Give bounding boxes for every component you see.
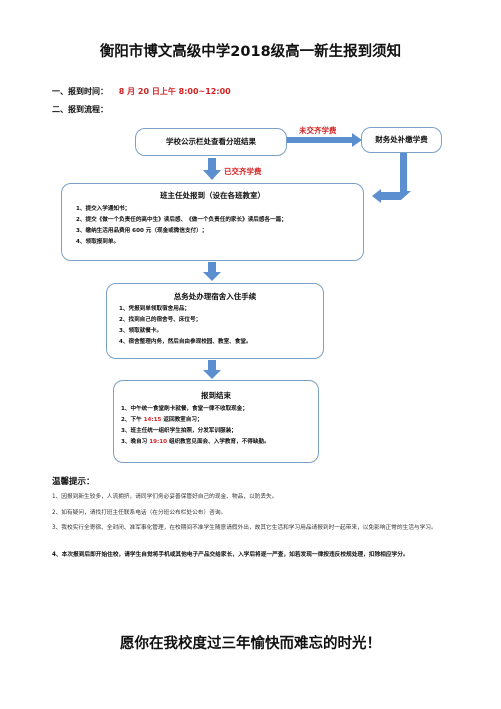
teacher-box-list: 1、提交入学通知书； 2、提交《做一个负责任的高中生》读后感、《做一个负责任的家… <box>76 204 363 248</box>
arrow-to-finance <box>287 133 362 147</box>
section-report-time: 一、报到时间： 8 月 20 日上午 8:00~12:00 <box>52 86 231 97</box>
arrow-to-end <box>203 360 221 379</box>
end-item: 1、中午统一食堂刷卡就餐，食堂一律不收取现金； <box>121 406 248 412</box>
start-box: 学校公示栏处查看分班结果 <box>135 128 287 156</box>
end-box-title: 报到结束 <box>201 391 231 400</box>
flow-arrows <box>203 133 411 379</box>
teacher-box-title: 班主任处报到（设在各班教室） <box>160 191 265 200</box>
dorm-box-list: 1、凭报到单领取宿舍用品； 2、找到自己的宿舍号、床位号； 3、领取就餐卡。 4… <box>119 304 323 348</box>
teacher-item: 3、缴纳生活用品费用 600 元（现金或微信支付）； <box>76 228 208 234</box>
dorm-item: 3、领取就餐卡。 <box>119 328 163 334</box>
footer-slogan: 愿你在我校度过三年愉快而难忘的时光！ <box>120 636 381 652</box>
dorm-item: 1、凭报到单领取宿舍用品； <box>119 306 191 312</box>
tip-item: 1、因报到新生较多，人流拥挤，请同学们务必妥善保管好自己的现金、物品，以防丢失。 <box>52 494 278 500</box>
report-time-label: 一、报到时间： <box>52 87 108 96</box>
finance-box: 财务处补缴学费 <box>361 127 442 153</box>
arrow-to-dorm <box>203 262 221 281</box>
finance-box-text: 财务处补缴学费 <box>375 135 428 144</box>
end-item: 2、下午 14:15 返回教室自习； <box>121 417 203 423</box>
start-box-text: 学校公示栏处查看分班结果 <box>166 137 256 146</box>
dorm-item: 4、宿舍整理内务，然后自由参观校园、教室、食堂。 <box>119 339 252 345</box>
unpaid-label: 未交齐学费 <box>299 126 337 135</box>
page-title: 衡阳市博文高级中学2018级高一新生报到须知 <box>99 44 402 60</box>
dorm-box: 总务处办理宿舍入住手续 1、凭报到单领取宿舍用品； 2、找到自己的宿舍号、床位号… <box>106 283 324 359</box>
tip-item: 2、如有疑问，请找打班主任联系电话（在分班公布栏处公布）咨询。 <box>52 510 227 516</box>
dorm-item: 2、找到自己的宿舍号、床位号； <box>119 317 202 323</box>
end-item: 3、班主任统一组织学生拍照，分发军训服装； <box>121 428 237 434</box>
paid-label: 已交齐学费 <box>224 167 262 176</box>
tips-title: 温馨提示： <box>52 477 95 487</box>
arrow-to-teacher <box>203 158 221 180</box>
teacher-box: 班主任处报到（设在各班教室） 1、提交入学通知书； 2、提交《做一个负责任的高中… <box>61 183 364 261</box>
report-time-value: 8 月 20 日上午 8:00~12:00 <box>118 87 231 96</box>
dorm-box-title: 总务处办理宿舍入住手续 <box>173 292 257 301</box>
arrow-finance-return <box>372 153 411 203</box>
teacher-item: 2、提交《做一个负责任的高中生》读后感、《做一个负责任的家长》读后感各一篇； <box>76 217 287 223</box>
end-box-list: 1、中午统一食堂刷卡就餐，食堂一律不收取现金； 2、下午 14:15 返回教室自… <box>121 404 318 448</box>
tip-item-important: 4、本次报到后即开始住校，请学生自觉将手机或其他电子产品交给家长，入学后将逐一严… <box>52 552 409 558</box>
end-item: 3、晚自习 19:10 组织教官见面会、入学教育，不得缺勤。 <box>121 439 270 445</box>
teacher-item: 4、领取报到单。 <box>76 239 120 245</box>
teacher-item: 1、提交入学通知书； <box>76 206 131 212</box>
section-process-label: 二、报到流程： <box>52 105 108 114</box>
end-box: 报到结束 1、中午统一食堂刷卡就餐，食堂一律不收取现金； 2、下午 14:15 … <box>113 380 319 463</box>
tip-item: 3、我校实行全寄宿、全封闭、准军事化管理，在校期间不准学生随意请假外出，故其它生… <box>52 525 437 531</box>
